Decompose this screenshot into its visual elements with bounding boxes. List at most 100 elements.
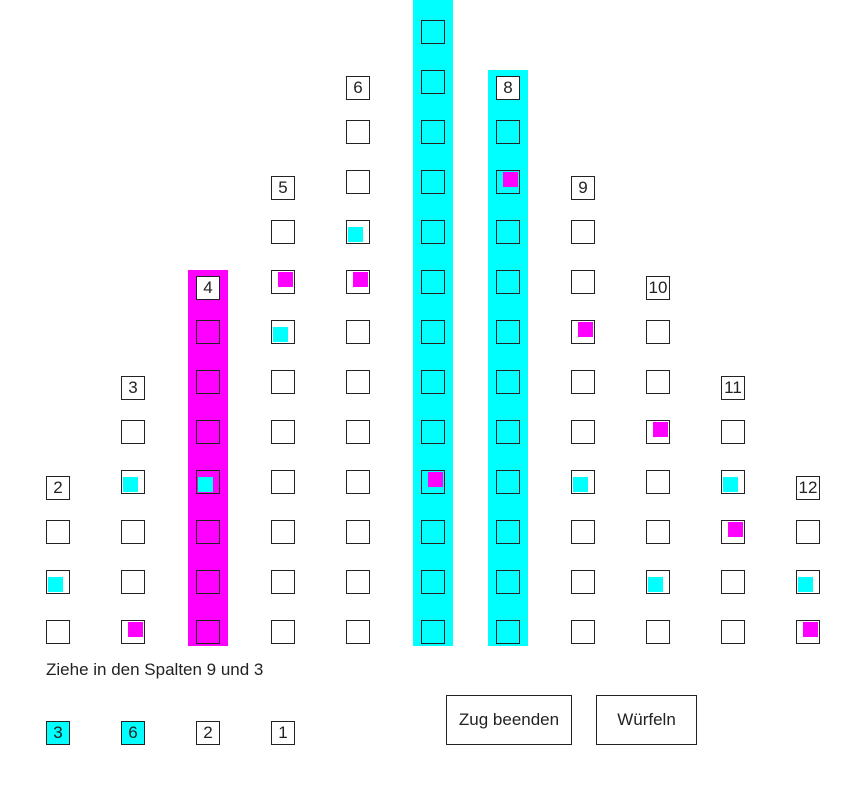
track-cell[interactable] [496, 620, 520, 644]
track-cell[interactable] [421, 320, 445, 344]
track-cell[interactable] [571, 220, 595, 244]
track-cell[interactable] [421, 70, 445, 94]
column-label: 12 [796, 476, 820, 500]
track-cell[interactable] [421, 420, 445, 444]
track-cell[interactable] [721, 620, 745, 644]
track-cell[interactable] [721, 570, 745, 594]
track-cell[interactable] [721, 420, 745, 444]
track-cell[interactable] [571, 620, 595, 644]
track-cell[interactable] [271, 520, 295, 544]
track-cell[interactable] [346, 220, 370, 244]
track-cell[interactable] [646, 520, 670, 544]
track-cell[interactable] [496, 420, 520, 444]
track-cell[interactable] [496, 270, 520, 294]
track-cell[interactable] [346, 120, 370, 144]
track-cell[interactable] [346, 520, 370, 544]
track-cell[interactable] [196, 470, 220, 494]
track-cell[interactable] [721, 470, 745, 494]
track-cell[interactable] [646, 370, 670, 394]
track-cell[interactable] [796, 620, 820, 644]
column-label: 2 [46, 476, 70, 500]
track-cell[interactable] [421, 120, 445, 144]
track-cell[interactable] [46, 620, 70, 644]
track-cell[interactable] [121, 570, 145, 594]
track-cell[interactable] [496, 320, 520, 344]
track-cell[interactable] [271, 570, 295, 594]
track-cell[interactable] [421, 370, 445, 394]
player1-marker [573, 477, 588, 492]
track-cell[interactable] [421, 220, 445, 244]
track-cell[interactable] [346, 370, 370, 394]
die-3[interactable]: 2 [196, 721, 220, 745]
player1-marker [48, 577, 63, 592]
track-cell[interactable] [121, 620, 145, 644]
track-cell[interactable] [196, 370, 220, 394]
track-cell[interactable] [346, 320, 370, 344]
track-cell[interactable] [421, 470, 445, 494]
track-cell[interactable] [46, 570, 70, 594]
track-cell[interactable] [121, 470, 145, 494]
die-4[interactable]: 1 [271, 721, 295, 745]
track-cell[interactable] [496, 220, 520, 244]
track-cell[interactable] [271, 420, 295, 444]
track-cell[interactable] [421, 270, 445, 294]
track-cell[interactable] [346, 420, 370, 444]
track-cell[interactable] [496, 570, 520, 594]
track-cell[interactable] [571, 420, 595, 444]
track-cell[interactable] [271, 220, 295, 244]
track-cell[interactable] [196, 420, 220, 444]
track-cell[interactable] [571, 470, 595, 494]
track-cell[interactable] [571, 570, 595, 594]
track-cell[interactable] [646, 570, 670, 594]
column-label: 10 [646, 276, 670, 300]
track-cell[interactable] [121, 420, 145, 444]
track-cell[interactable] [571, 320, 595, 344]
die-2[interactable]: 6 [121, 721, 145, 745]
track-cell[interactable] [646, 320, 670, 344]
track-cell[interactable] [646, 470, 670, 494]
track-cell[interactable] [196, 570, 220, 594]
roll-dice-button[interactable]: Würfeln [596, 695, 697, 745]
track-cell[interactable] [571, 370, 595, 394]
track-cell[interactable] [571, 270, 595, 294]
track-cell[interactable] [196, 320, 220, 344]
track-cell[interactable] [121, 520, 145, 544]
player1-marker [198, 477, 213, 492]
column-label: 4 [196, 276, 220, 300]
column-label: 11 [721, 376, 745, 400]
track-cell[interactable] [196, 620, 220, 644]
track-cell[interactable] [496, 370, 520, 394]
die-1[interactable]: 3 [46, 721, 70, 745]
track-cell[interactable] [496, 170, 520, 194]
track-cell[interactable] [346, 170, 370, 194]
track-cell[interactable] [271, 320, 295, 344]
track-cell[interactable] [271, 470, 295, 494]
track-cell[interactable] [421, 170, 445, 194]
track-cell[interactable] [271, 620, 295, 644]
track-cell[interactable] [271, 370, 295, 394]
track-cell[interactable] [346, 620, 370, 644]
track-cell[interactable] [421, 520, 445, 544]
track-cell[interactable] [46, 520, 70, 544]
track-cell[interactable] [421, 620, 445, 644]
track-cell[interactable] [646, 620, 670, 644]
track-cell[interactable] [421, 20, 445, 44]
track-cell[interactable] [496, 520, 520, 544]
track-cell[interactable] [496, 470, 520, 494]
track-cell[interactable] [346, 570, 370, 594]
track-cell[interactable] [271, 270, 295, 294]
track-cell[interactable] [796, 520, 820, 544]
track-cell[interactable] [496, 120, 520, 144]
track-cell[interactable] [346, 470, 370, 494]
track-cell[interactable] [421, 570, 445, 594]
track-cell[interactable] [796, 570, 820, 594]
column-label: 5 [271, 176, 295, 200]
track-cell[interactable] [721, 520, 745, 544]
track-cell[interactable] [646, 420, 670, 444]
track-cell[interactable] [571, 520, 595, 544]
track-cell[interactable] [346, 270, 370, 294]
end-turn-button[interactable]: Zug beenden [446, 695, 572, 745]
column-8-claimed-band [488, 70, 528, 646]
track-cell[interactable] [196, 520, 220, 544]
player2-marker [653, 422, 668, 437]
